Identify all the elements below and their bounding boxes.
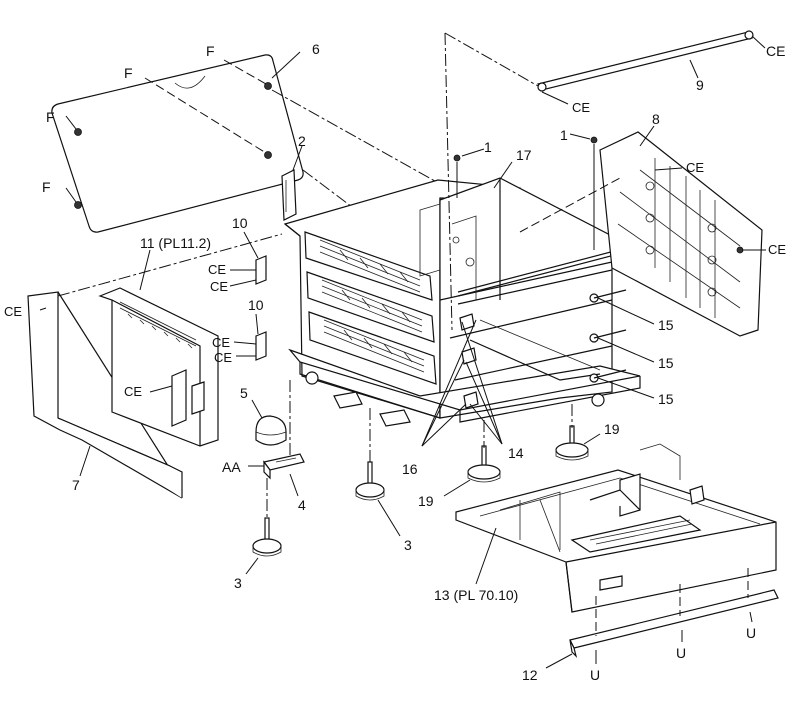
screw-f-2	[74, 201, 82, 209]
label-ce-10a-1: CE	[208, 262, 226, 277]
label-part-3b: 3	[404, 537, 412, 553]
label-ce-panel8-top: CE	[686, 160, 704, 175]
label-u-3: U	[746, 625, 756, 641]
leveling-foot-19a	[467, 445, 501, 483]
label-part-7: 7	[72, 477, 80, 493]
label-f-2: F	[124, 65, 133, 81]
label-part-12: 12	[522, 667, 538, 683]
main-frame-assembly	[283, 177, 641, 427]
front-cover-7	[27, 291, 183, 499]
label-part-8: 8	[652, 111, 660, 127]
label-ce-cover11: CE	[124, 384, 142, 399]
side-panel-8	[599, 131, 763, 337]
clip-10a	[255, 255, 267, 285]
bracket-2	[281, 169, 297, 221]
label-part-1b: 1	[560, 127, 568, 143]
label-ce-rod: CE	[572, 100, 590, 115]
label-part-15a: 15	[658, 317, 674, 333]
label-part-19b: 19	[604, 421, 620, 437]
label-f-4: F	[42, 179, 51, 195]
label-f-3: F	[46, 109, 55, 125]
label-part-19a: 19	[418, 493, 434, 509]
knob-5	[255, 415, 287, 446]
label-ce-10a-2: CE	[210, 279, 228, 294]
label-part-11: 11 (PL11.2)	[140, 235, 211, 251]
label-part-13: 13 (PL 70.10)	[434, 587, 518, 603]
label-part-10b: 10	[248, 297, 264, 313]
leveling-foot-3a	[252, 517, 282, 557]
label-ce-panel8-right: CE	[768, 242, 786, 257]
label-ce-10b-1: CE	[212, 335, 230, 350]
label-part-15b: 15	[658, 355, 674, 371]
front-panel-11	[98, 287, 219, 447]
rod-9	[537, 30, 754, 92]
label-part-3a: 3	[234, 575, 242, 591]
label-part-9: 9	[696, 77, 704, 93]
label-part-5: 5	[240, 385, 248, 401]
label-part-4: 4	[298, 497, 306, 513]
leveling-foot-3b	[355, 461, 385, 501]
paper-tray-13	[455, 443, 777, 613]
screw-f-1	[74, 128, 82, 136]
label-part-15c: 15	[658, 391, 674, 407]
screw-f-3	[264, 82, 272, 90]
rear-cover-panel-6	[51, 54, 304, 233]
label-u-1: U	[590, 667, 600, 683]
screw-1a	[453, 154, 461, 162]
handle-12	[569, 589, 779, 658]
clip-10b	[255, 331, 267, 361]
label-part-1a: 1	[484, 139, 492, 155]
label-ce-cover7: CE	[4, 304, 22, 319]
label-part-10a: 10	[232, 215, 248, 231]
label-ce-10b-2: CE	[214, 350, 232, 365]
screw-1b	[590, 136, 598, 144]
screw-f-4	[264, 151, 272, 159]
label-u-2: U	[676, 645, 686, 661]
label-part-14: 14	[508, 445, 524, 461]
label-part-16: 16	[402, 461, 418, 477]
label-part-2: 2	[298, 133, 306, 149]
label-part-17: 17	[516, 147, 532, 163]
label-f-1: F	[206, 43, 215, 59]
label-part-6: 6	[312, 41, 320, 57]
label-ce-top-right: CE	[766, 43, 785, 59]
leveling-foot-19b	[555, 425, 589, 461]
bracket-4	[262, 453, 305, 480]
label-aa: AA	[222, 459, 241, 475]
